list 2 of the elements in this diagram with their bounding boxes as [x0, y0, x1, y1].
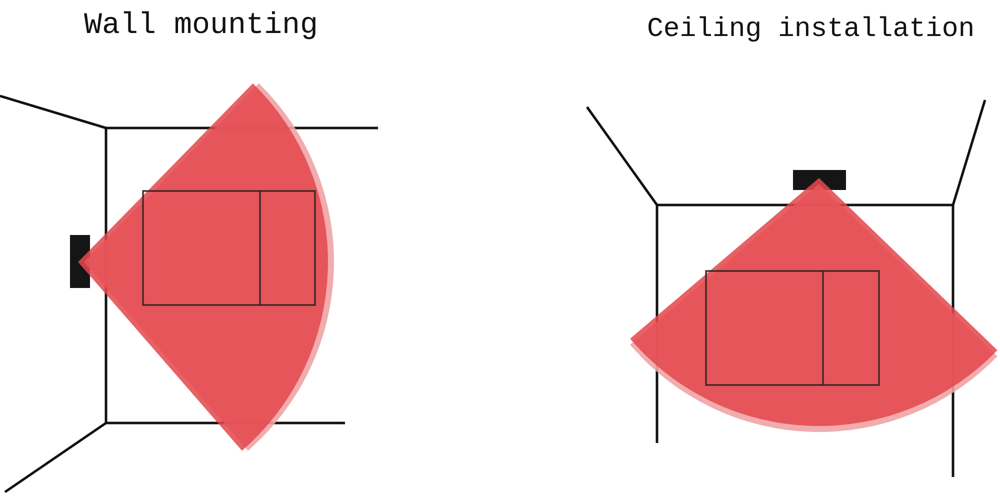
panel-title: Wall mounting	[84, 11, 318, 41]
panel-title: Ceiling installation	[647, 16, 975, 44]
